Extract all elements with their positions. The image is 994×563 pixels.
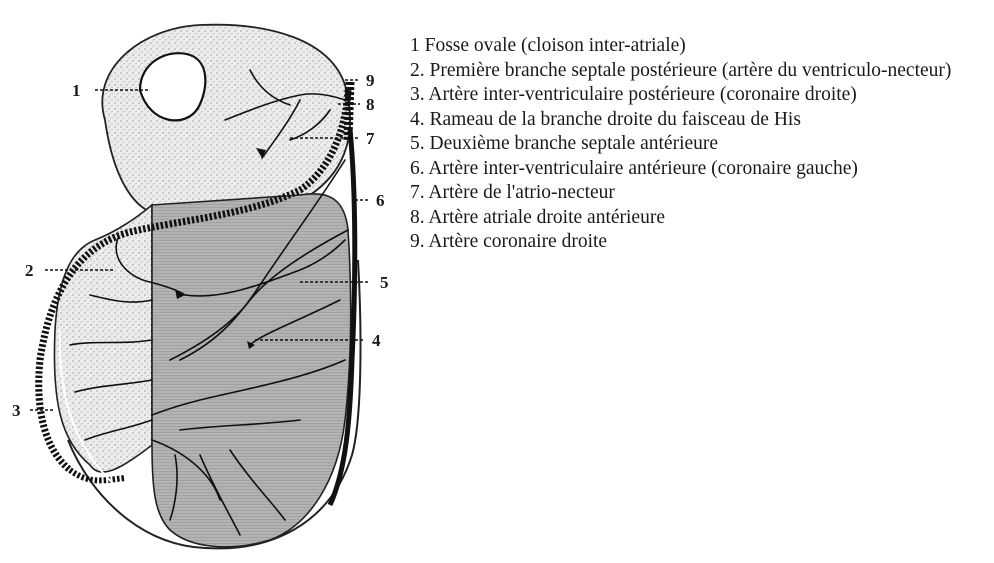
legend-item-7: 7. Artère de l'atrio-necteur <box>410 181 990 206</box>
ventricular-septum-muscular <box>152 194 351 547</box>
callout-8: 8 <box>366 95 375 114</box>
legend-item-9: 9. Artère coronaire droite <box>410 230 990 255</box>
callout-5: 5 <box>380 273 389 292</box>
legend-item-8: 8. Artère atriale droite antérieure <box>410 206 990 231</box>
legend-item-4: 4. Rameau de la branche droite du faisce… <box>410 108 990 133</box>
legend-item-5: 5. Deuxième branche septale antérieure <box>410 132 990 157</box>
legend-item-2: 2. Première branche septale postérieure … <box>410 59 970 84</box>
callout-9: 9 <box>366 71 375 90</box>
callout-2: 2 <box>25 261 34 280</box>
callout-6: 6 <box>376 191 385 210</box>
legend-item-3: 3. Artère inter-ventriculaire postérieur… <box>410 83 990 108</box>
legend: 1 Fosse ovale (cloison inter-atriale) 2.… <box>410 34 990 255</box>
callout-1: 1 <box>72 81 81 100</box>
callout-7: 7 <box>366 129 375 148</box>
callout-4: 4 <box>372 331 381 350</box>
legend-item-6: 6. Artère inter-ventriculaire antérieure… <box>410 157 990 182</box>
callout-3: 3 <box>12 401 21 420</box>
heart-septum-illustration: 1 2 3 4 5 6 7 8 9 <box>0 0 420 563</box>
legend-item-1: 1 Fosse ovale (cloison inter-atriale) <box>410 34 990 59</box>
